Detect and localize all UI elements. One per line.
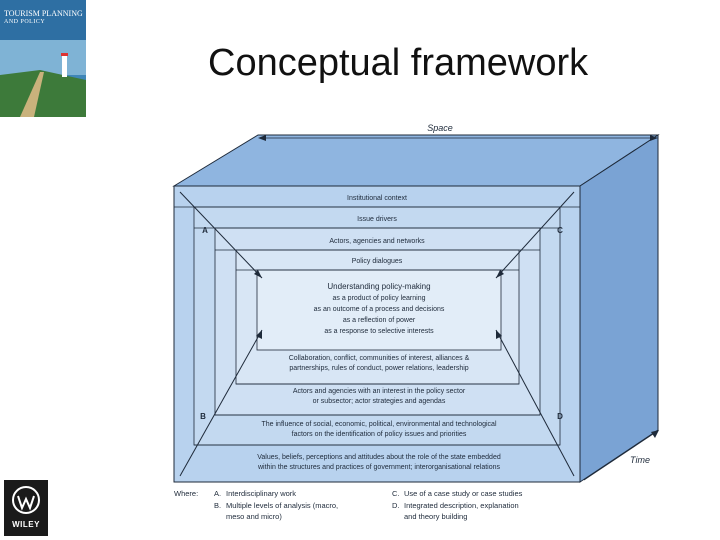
bottom-layer-1-line-2: partnerships, rules of conduct, power re… <box>289 365 468 372</box>
wiley-logo-mark <box>12 486 40 514</box>
legend-where: Where: <box>174 489 198 498</box>
wiley-logo-text: WILEY <box>12 520 40 529</box>
bottom-layer-2-line-1: Actors and agencies with an interest in … <box>293 388 466 395</box>
legend-d-text-1: Integrated description, explanation <box>404 501 519 510</box>
core-line-1: as a product of policy learning <box>333 295 426 302</box>
legend-b-key: B. <box>214 501 221 510</box>
frame-policy-dialogues <box>256 269 502 351</box>
bottom-layer-4-line-2: within the structures and practices of g… <box>257 464 501 471</box>
book-cover-image: TOURISM PLANNING AND POLICY <box>0 0 86 117</box>
time-axis-arrow <box>583 431 657 481</box>
legend-c-text: Use of a case study or case studies <box>404 489 523 498</box>
legend-d-key: D. <box>392 501 400 510</box>
book-cover-title: TOURISM PLANNING AND POLICY <box>4 10 83 26</box>
legend-b-text-2: meso and micro) <box>226 512 282 521</box>
time-label: Time <box>630 455 650 465</box>
book-cover-illustration <box>0 0 86 117</box>
legend-a-text: Interdisciplinary work <box>226 489 296 498</box>
legend-a-key: A. <box>214 489 221 498</box>
box-top-face <box>172 134 660 187</box>
corner-c-label: C <box>557 226 563 235</box>
arrow-d <box>495 329 575 477</box>
book-cover-title-line1: TOURISM PLANNING <box>4 9 83 18</box>
bottom-layer-3-line-2: factors on the identification of policy … <box>292 431 467 438</box>
arrow-b <box>179 329 263 477</box>
core-line-3: as a reflection of power <box>343 317 416 324</box>
arrow-c <box>495 191 575 279</box>
bottom-layer-2-line-2: or subsector; actor strategies and agend… <box>313 398 446 405</box>
corner-a-label: A <box>202 226 208 235</box>
bottom-layer-4-line-1: Values, beliefs, perceptions and attitud… <box>257 454 501 461</box>
arrow-a <box>179 191 263 279</box>
corner-d-label: D <box>557 412 563 421</box>
core-line-4: as a response to selective interests <box>324 328 434 335</box>
legend-b-text-1: Multiple levels of analysis (macro, <box>226 501 338 510</box>
layer-issue-drivers: Issue drivers <box>357 216 397 223</box>
wiley-logo <box>4 480 48 536</box>
box-right-face <box>579 134 659 483</box>
core-line-2: as an outcome of a process and decisions <box>314 306 445 313</box>
book-cover-title-line2: AND POLICY <box>4 19 46 25</box>
slide-title: Conceptual framework <box>208 42 589 84</box>
space-label: Space <box>427 123 453 133</box>
corner-b-label: B <box>200 412 206 421</box>
legend-c-key: C. <box>392 489 400 498</box>
bottom-layer-1-line-1: Collaboration, conflict, communities of … <box>289 355 470 362</box>
layer-institutional-context: Institutional context <box>347 195 407 202</box>
core-heading: Understanding policy-making <box>327 282 430 291</box>
bottom-layer-3-line-1: The influence of social, economic, polit… <box>261 421 496 428</box>
layer-policy-dialogues: Policy dialogues <box>352 258 403 265</box>
legend-d-text-2: and theory building <box>404 512 467 521</box>
layer-actors-agencies-networks: Actors, agencies and networks <box>329 238 425 245</box>
